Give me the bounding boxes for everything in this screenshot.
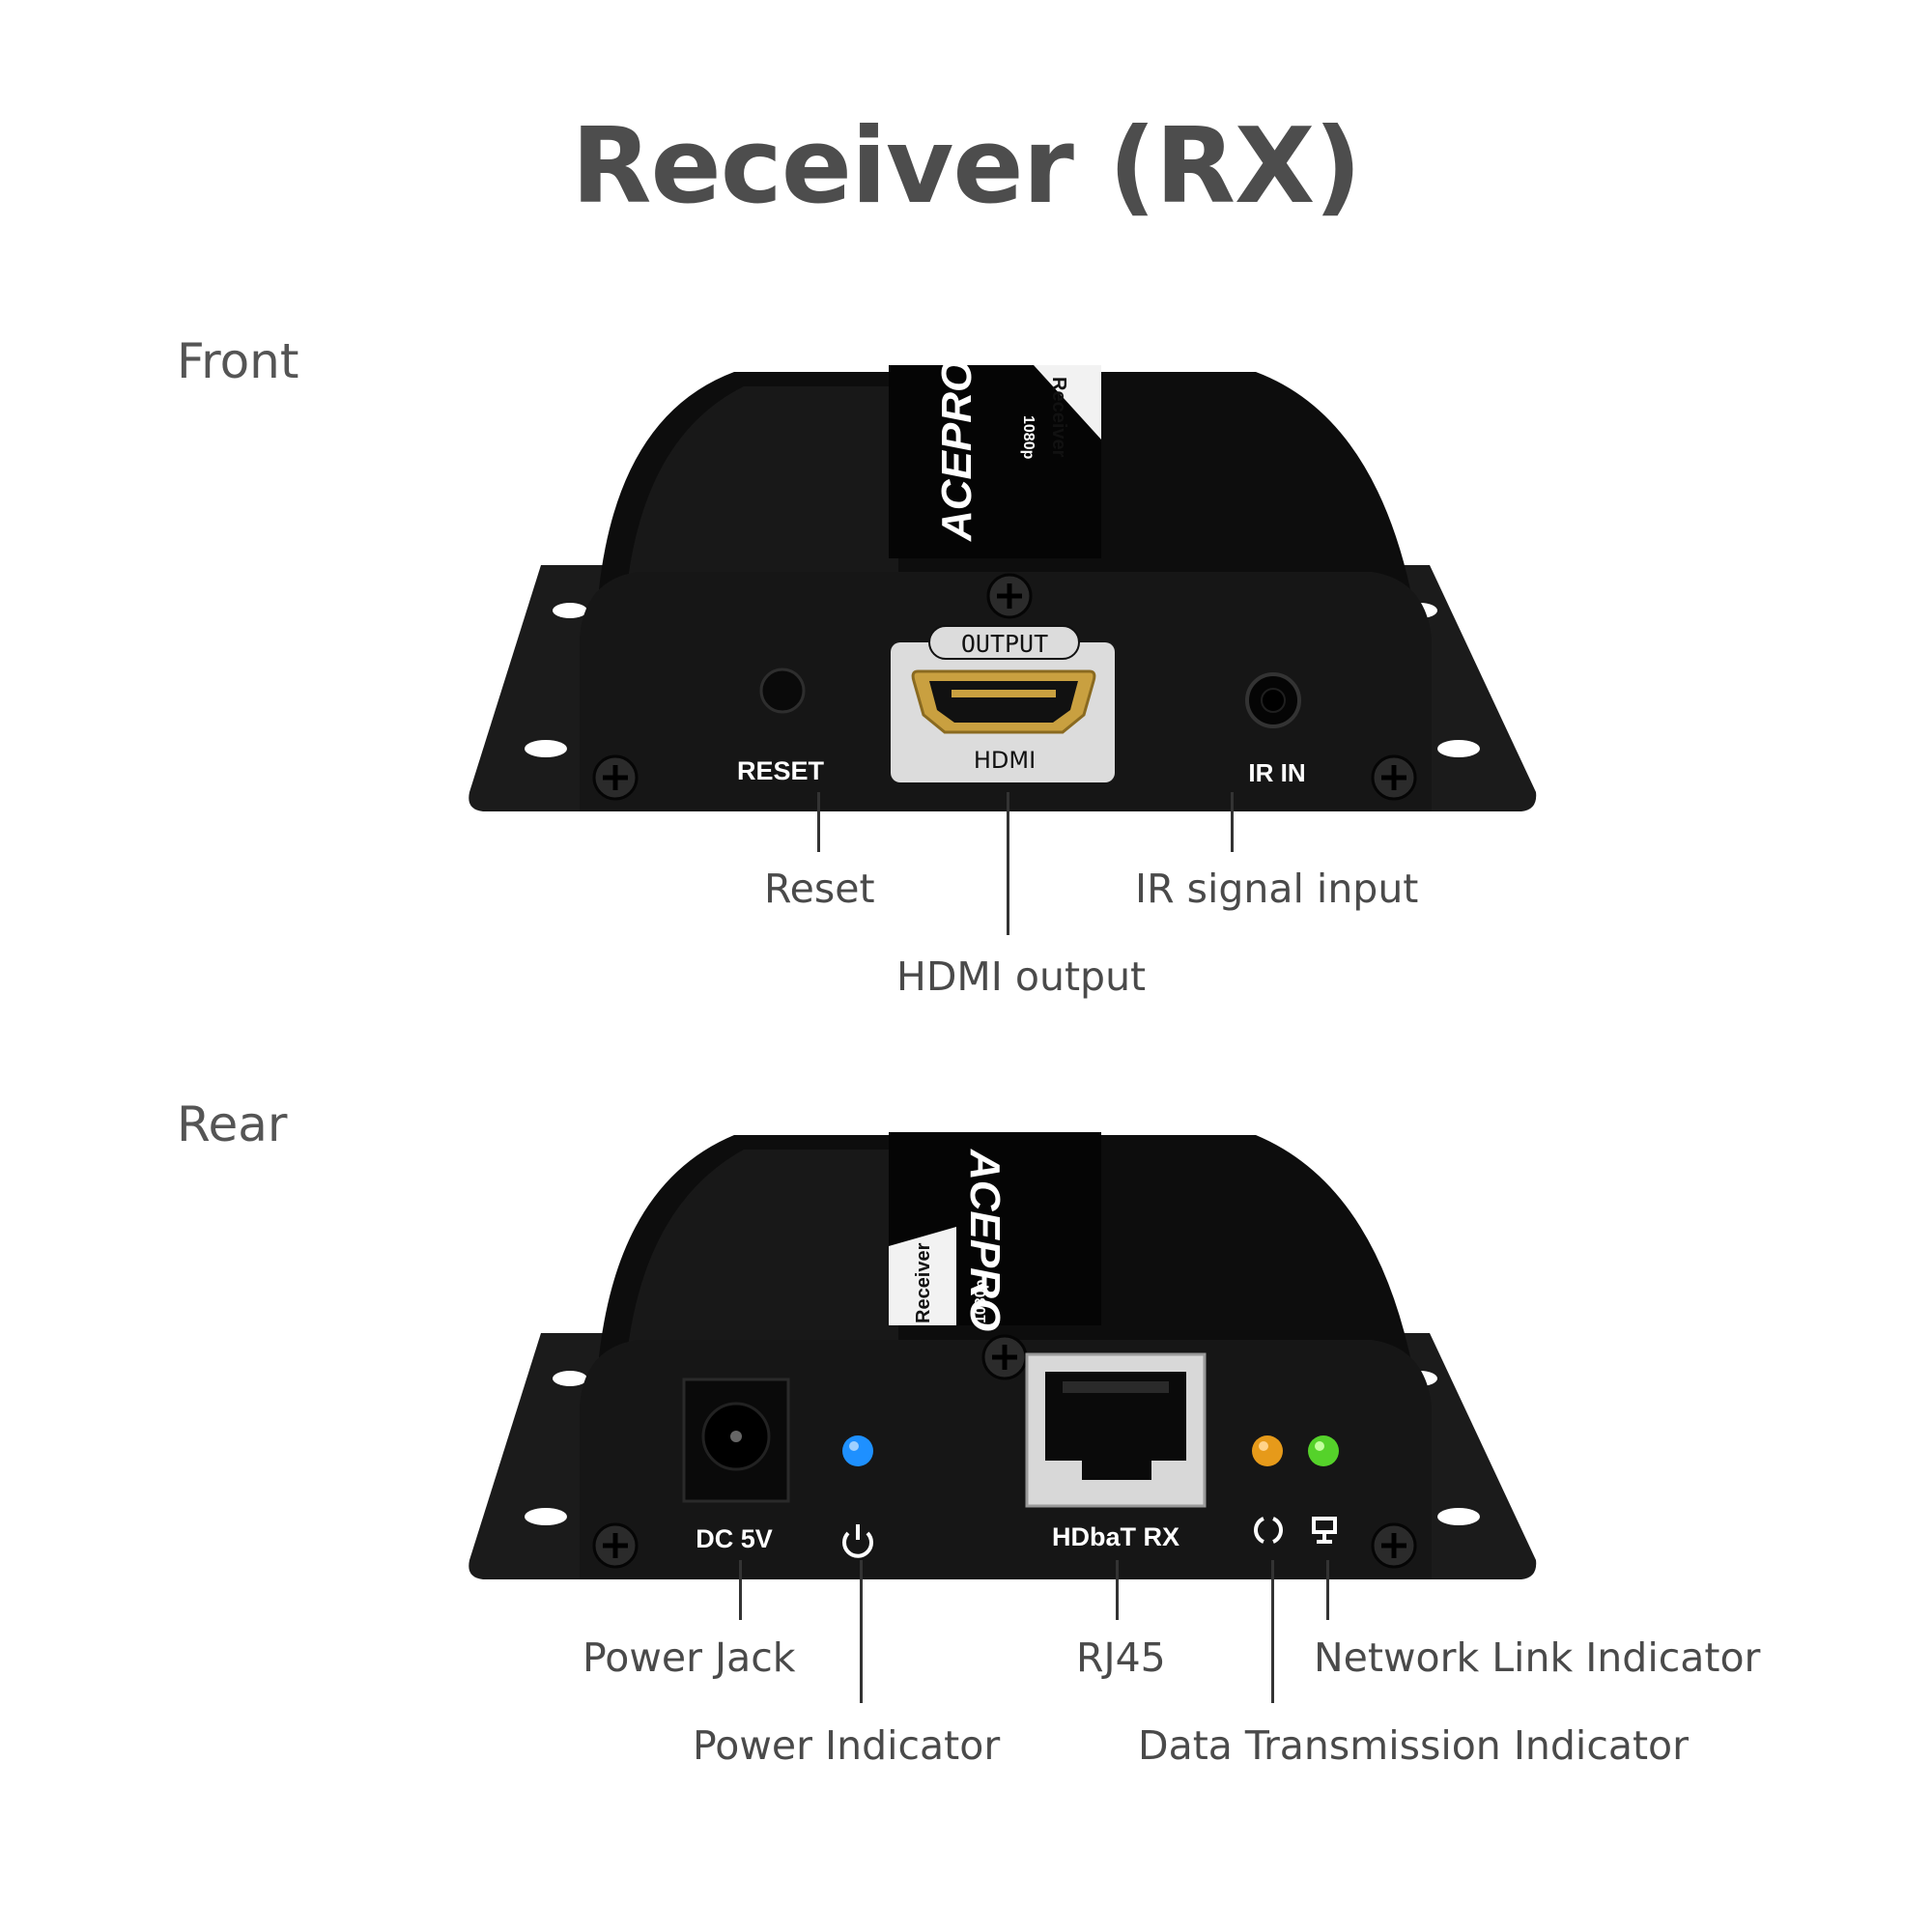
screw-icon [1371,1522,1417,1569]
front-flange-hole-1 [553,603,587,618]
screw-icon [592,754,639,801]
hdmi-leader-line [1007,792,1009,935]
front-flange-hole-2 [525,740,567,757]
power-jack-leader-line [739,1560,742,1620]
screw-icon [1371,754,1417,801]
rear-section-label: Rear [177,1096,288,1152]
ir-signal-callout: IR signal input [1135,866,1419,912]
output-badge-label: OUTPUT [961,630,1048,658]
power-icon [842,1524,873,1558]
front-res-text: 1080p [1020,415,1037,460]
power-indicator-led [842,1435,873,1466]
rj45-leader-line [1116,1560,1119,1620]
hdbt-rx-panel-label: HDbaT RX [1052,1522,1179,1551]
front-model-text: Receiver [1048,377,1069,458]
hdmi-output-callout: HDMI output [896,953,1147,1000]
rear-brand-logo: ACEPRO [961,1149,1009,1331]
power-jack-callout: Power Jack [582,1634,796,1681]
rj45-callout: RJ45 [1076,1634,1166,1681]
reset-panel-label: RESET [737,756,825,785]
rear-flange-hole-2 [525,1508,567,1525]
rear-panel [580,1340,1432,1579]
data-tx-callout: Data Transmission Indicator [1138,1722,1689,1769]
rear-flange-hole-4 [1437,1508,1480,1525]
hdmi-panel-label: HDMI [974,747,1036,774]
network-link-icon [1312,1517,1337,1544]
front-brand-logo: ACEPRO [933,359,980,542]
rear-res-text: 1080p [973,1279,989,1323]
rear-label-white-wedge [889,1227,956,1325]
rear-device: ACEPRO 1080p Receiver DC 5V HDbaT RX [469,1132,1537,1579]
page-title: Receiver (RX) [571,106,1361,227]
screw-icon [981,1334,1028,1380]
reset-button[interactable] [759,668,806,714]
output-badge [928,625,1080,660]
screw-icon [592,1522,639,1569]
network-link-callout: Network Link Indicator [1314,1634,1761,1681]
front-section-label: Front [177,333,299,389]
data-tx-leader-line [1271,1560,1274,1703]
network-link-leader-line [1326,1560,1329,1620]
ir-in-panel-label: IR IN [1248,758,1305,787]
front-label-white-wedge [1034,365,1101,440]
data-transmission-icon [1254,1517,1283,1544]
rear-flange-hole-1 [553,1371,587,1386]
power-indicator-leader-line [860,1560,863,1703]
power-indicator-callout: Power Indicator [693,1722,1001,1769]
rear-model-text: Receiver [913,1242,934,1323]
dc-5v-panel-label: DC 5V [696,1524,773,1553]
reset-leader-line [817,792,820,852]
data-transmission-led [1252,1435,1283,1466]
reset-callout: Reset [764,866,875,912]
front-device: ACEPRO 1080p Receiver RESET OUTPUT HDMI … [469,359,1537,811]
ir-leader-line [1231,792,1234,852]
network-link-led [1308,1435,1339,1466]
screw-icon [986,573,1033,619]
front-flange-hole-4 [1437,740,1480,757]
